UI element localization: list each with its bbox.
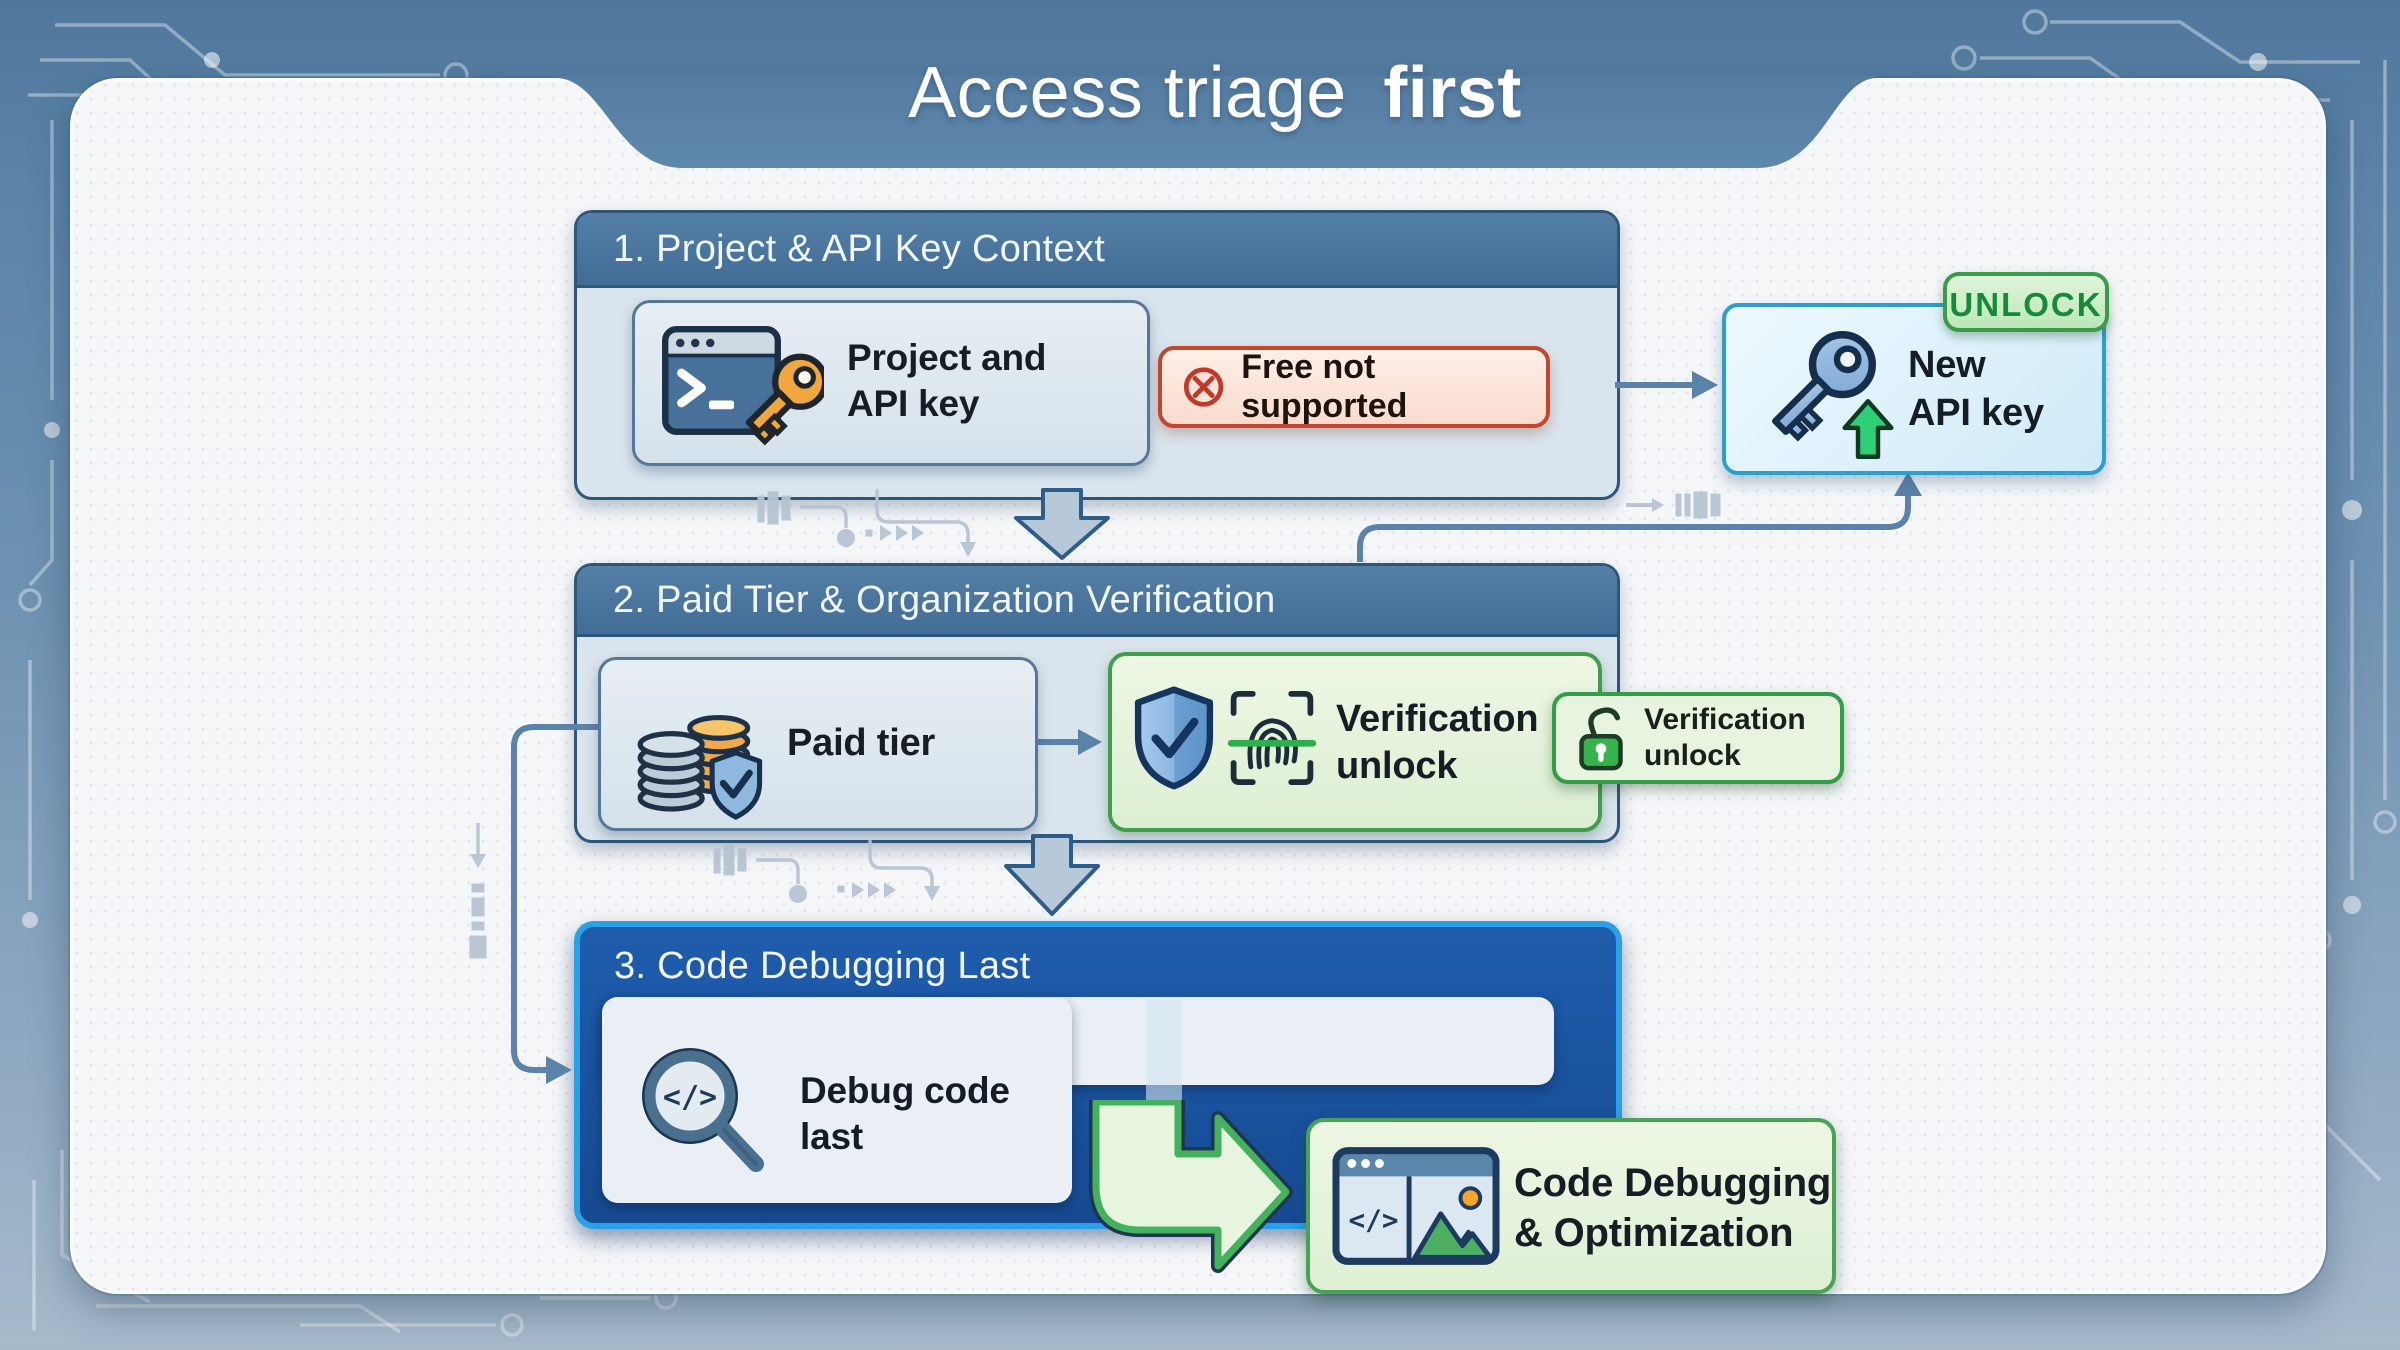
- shield-check-icon: [1134, 686, 1214, 790]
- section3-header: 3. Code Debugging Last: [614, 945, 1031, 987]
- result-box-line2: & Optimization: [1514, 1211, 1794, 1255]
- code-debugging-optimization-box: </> Code Debugging & Optimization: [1306, 1118, 1836, 1294]
- free-not-supported-badge: Free not supported: [1158, 346, 1550, 428]
- coins-shield-icon: [637, 715, 763, 820]
- page-title-prefix: Access triage: [908, 53, 1347, 133]
- section1-header: 1. Project & API Key Context: [577, 213, 1617, 288]
- bent-arrow-right-icon: [1089, 1100, 1293, 1273]
- terminal-key-icon: [662, 326, 824, 446]
- verification-badge-line1: Verification: [1644, 703, 1806, 736]
- magnifier-code-icon: </>: [642, 1048, 764, 1172]
- no-entry-icon: [1183, 367, 1224, 407]
- section2-header: 2. Paid Tier & Organization Verification: [577, 566, 1617, 637]
- project-card-label-line2: API key: [847, 383, 980, 424]
- project-api-key-card: Project and API key: [632, 300, 1150, 466]
- paid-tier-card: Paid tier: [598, 657, 1038, 831]
- paid-tier-label: Paid tier: [787, 722, 936, 764]
- project-card-label-line1: Project and: [847, 337, 1047, 378]
- verification-unlock-badge: Verification unlock: [1552, 692, 1844, 784]
- new-api-key-line1: New: [1908, 344, 1986, 386]
- verification-badge-line2: unlock: [1644, 739, 1741, 772]
- title-tab-shape: [558, 76, 1875, 168]
- browser-code-image-icon: </>: [1332, 1147, 1500, 1265]
- result-box-line1: Code Debugging: [1514, 1161, 1832, 1205]
- verification-unlock-card: Verification unlock: [1108, 652, 1602, 832]
- new-api-key-line2: API key: [1908, 392, 2044, 434]
- open-padlock-icon: [1579, 707, 1623, 771]
- free-not-supported-label: Free not supported: [1241, 348, 1408, 425]
- page-title-emphasis: first: [1383, 53, 1522, 133]
- svg-text:</>: </>: [663, 1080, 717, 1115]
- unlock-badge: UNLOCK: [1943, 272, 2109, 332]
- debug-card-line1: Debug code: [800, 1070, 1010, 1111]
- svg-text:</>: </>: [1349, 1204, 1399, 1237]
- debug-card-line2: last: [800, 1116, 863, 1157]
- verification-card-line1: Verification: [1336, 698, 1539, 740]
- key-up-icon: [1772, 331, 1876, 442]
- arrow-up-icon: [1842, 399, 1894, 459]
- verification-card-line2: unlock: [1336, 745, 1458, 787]
- fingerprint-scan-icon: [1227, 690, 1317, 786]
- page-title: Access triage first: [545, 52, 1885, 134]
